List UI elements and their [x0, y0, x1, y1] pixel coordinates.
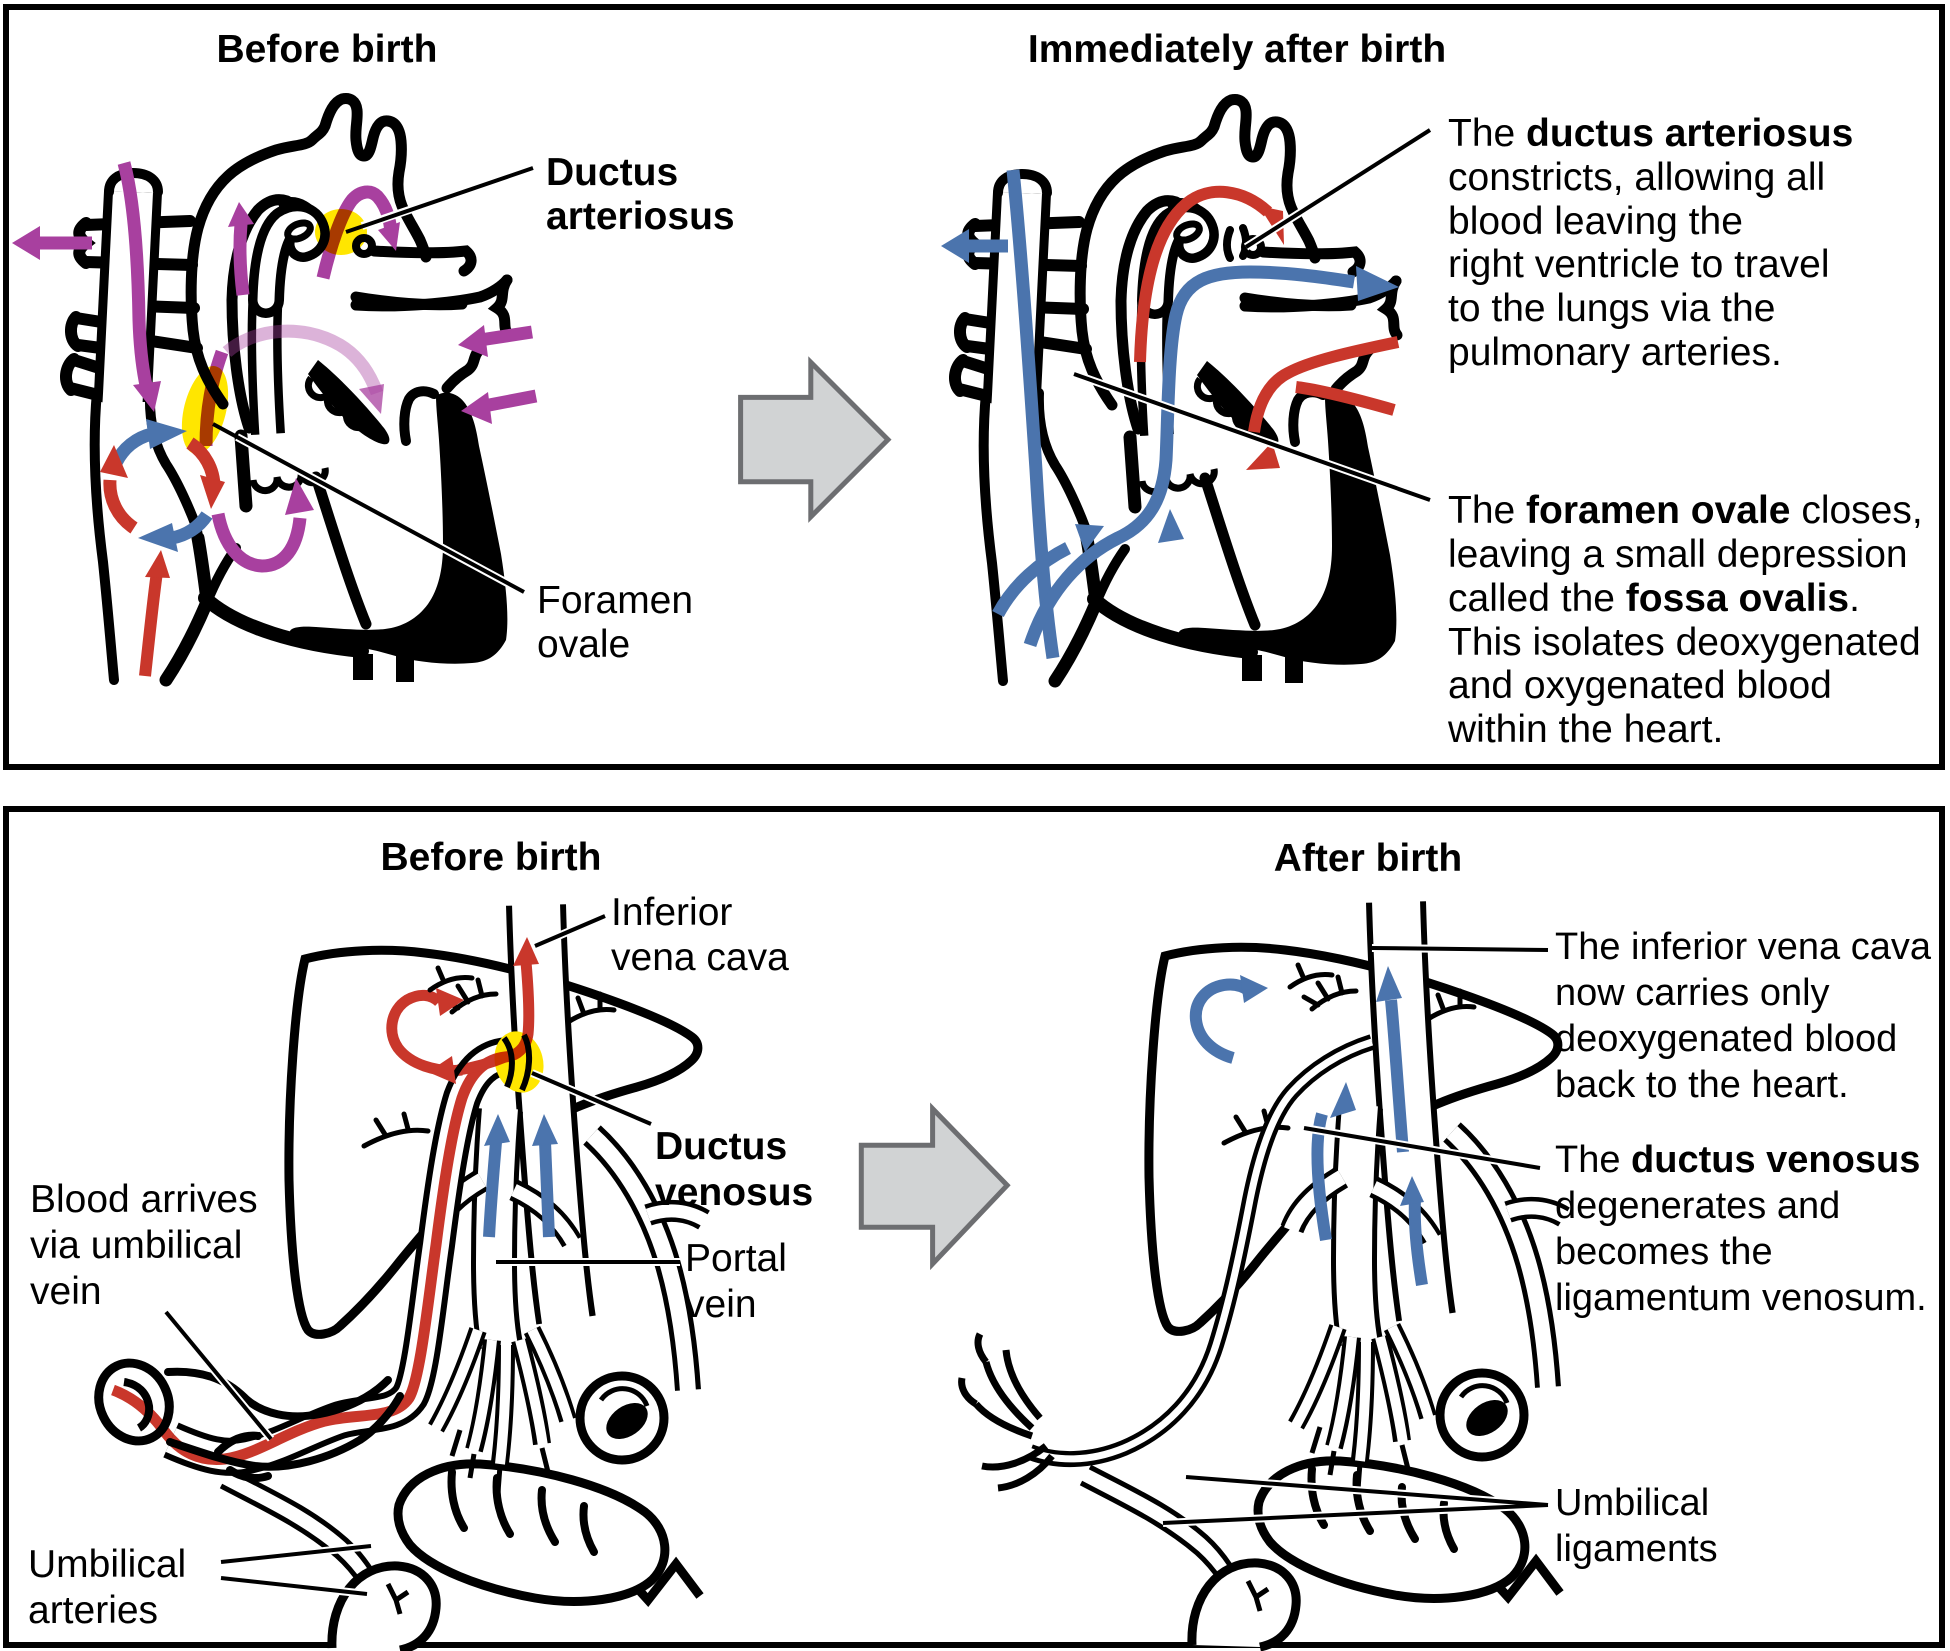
svg-text:deoxygenated blood: deoxygenated blood	[1555, 1018, 1897, 1060]
svg-text:The inferior vena cava: The inferior vena cava	[1555, 926, 1932, 968]
svg-text:Immediately after birth: Immediately after birth	[1028, 28, 1446, 71]
svg-text:Portal: Portal	[685, 1237, 787, 1280]
svg-text:The ductus arteriosus: The ductus arteriosus	[1448, 112, 1853, 155]
svg-text:constricts, allowing all: constricts, allowing all	[1448, 156, 1825, 199]
svg-text:within the heart.: within the heart.	[1447, 708, 1723, 751]
svg-text:Ductus: Ductus	[546, 151, 678, 194]
svg-text:right ventricle to travel: right ventricle to travel	[1448, 243, 1830, 286]
svg-text:blood leaving the: blood leaving the	[1448, 200, 1743, 243]
svg-text:degenerates and: degenerates and	[1555, 1185, 1840, 1227]
svg-text:Before birth: Before birth	[380, 836, 601, 879]
svg-text:called the fossa ovalis.: called the fossa ovalis.	[1448, 577, 1860, 620]
svg-text:to the lungs via the: to the lungs via the	[1448, 287, 1775, 330]
svg-text:ovale: ovale	[537, 623, 630, 666]
svg-text:After birth: After birth	[1274, 837, 1463, 880]
svg-text:venosus: venosus	[655, 1171, 813, 1214]
svg-text:vein: vein	[685, 1283, 757, 1326]
svg-text:arteries: arteries	[28, 1589, 158, 1632]
svg-text:Foramen: Foramen	[537, 579, 693, 622]
svg-text:pulmonary arteries.: pulmonary arteries.	[1448, 331, 1782, 374]
svg-text:now carries only: now carries only	[1555, 972, 1830, 1014]
svg-text:Umbilical: Umbilical	[28, 1543, 186, 1586]
svg-text:ligamentum venosum.: ligamentum venosum.	[1555, 1277, 1927, 1319]
svg-text:arteriosus: arteriosus	[546, 195, 735, 238]
svg-text:and oxygenated blood: and oxygenated blood	[1448, 664, 1832, 707]
svg-text:Before birth: Before birth	[216, 28, 437, 71]
svg-text:Ductus: Ductus	[655, 1125, 787, 1168]
svg-text:Blood arrives: Blood arrives	[30, 1178, 258, 1221]
svg-text:Inferior: Inferior	[611, 891, 732, 934]
svg-text:The foramen ovale closes,: The foramen ovale closes,	[1448, 489, 1923, 532]
svg-text:via umbilical: via umbilical	[30, 1224, 242, 1267]
svg-text:ligaments: ligaments	[1555, 1528, 1718, 1570]
svg-text:leaving a small depression: leaving a small depression	[1448, 533, 1908, 576]
svg-text:back to the heart.: back to the heart.	[1555, 1064, 1849, 1106]
svg-text:The ductus venosus: The ductus venosus	[1555, 1139, 1920, 1181]
svg-text:vena cava: vena cava	[611, 936, 789, 979]
svg-text:becomes the: becomes the	[1555, 1231, 1773, 1273]
svg-text:This isolates deoxygenated: This isolates deoxygenated	[1448, 621, 1921, 664]
svg-text:vein: vein	[30, 1270, 102, 1313]
svg-text:Umbilical: Umbilical	[1555, 1482, 1709, 1524]
